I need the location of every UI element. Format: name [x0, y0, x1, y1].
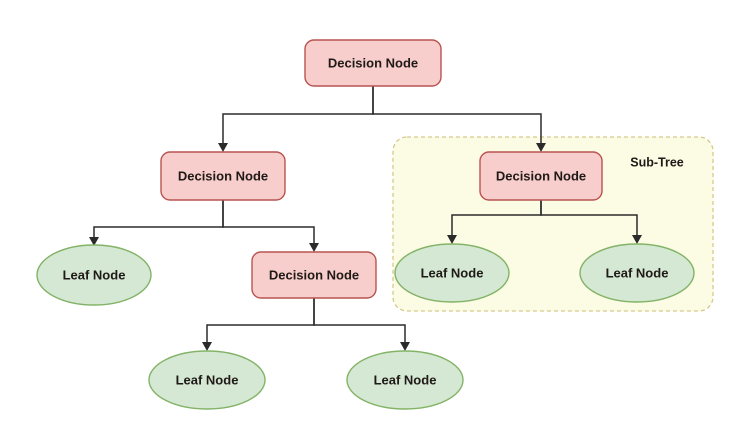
- node-leaf-bottom-right[interactable]: Leaf Node: [346, 350, 464, 410]
- node-mid-decision[interactable]: Decision Node: [251, 251, 377, 299]
- edge-root-to-subtree: [372, 85, 542, 146]
- node-leaf-far-left[interactable]: Leaf Node: [36, 244, 152, 306]
- edge-left-to-leaf: [93, 199, 224, 240]
- edge-left-to-mid: [222, 199, 315, 246]
- decision-node-shape[interactable]: [160, 151, 286, 201]
- edge-subtree-to-leaf-right: [540, 199, 638, 238]
- node-leaf-bottom-left[interactable]: Leaf Node: [148, 350, 266, 410]
- decision-node-shape[interactable]: [251, 251, 377, 299]
- leaf-node-shape[interactable]: [579, 243, 695, 303]
- arrowhead-root-to-subtree: [536, 143, 546, 152]
- arrowhead-mid-to-leaf-right: [400, 342, 410, 351]
- arrowhead-root-to-left: [218, 143, 228, 152]
- arrowhead-subtree-to-leaf-right: [632, 235, 642, 244]
- decision-node-shape[interactable]: [479, 151, 603, 201]
- edges-layer: [89, 85, 642, 351]
- node-left-decision[interactable]: Decision Node: [160, 151, 286, 201]
- arrowhead-subtree-to-leaf-left: [447, 235, 457, 244]
- node-subtree-decision[interactable]: Decision Node: [479, 151, 603, 201]
- edge-root-to-left: [222, 85, 374, 146]
- leaf-node-shape[interactable]: [148, 350, 266, 410]
- leaf-node-shape[interactable]: [346, 350, 464, 410]
- node-root[interactable]: Decision Node: [304, 39, 442, 87]
- leaf-node-shape[interactable]: [394, 243, 510, 303]
- node-leaf-subtree-right[interactable]: Leaf Node: [579, 243, 695, 303]
- arrowhead-left-to-mid: [309, 243, 319, 252]
- node-leaf-subtree-left[interactable]: Leaf Node: [394, 243, 510, 303]
- edge-mid-to-leaf-right: [313, 297, 406, 345]
- edge-mid-to-leaf-left: [206, 297, 315, 345]
- decision-node-shape[interactable]: [304, 39, 442, 87]
- arrowhead-left-to-leaf: [89, 237, 99, 246]
- leaf-node-shape[interactable]: [36, 244, 152, 306]
- arrowhead-mid-to-leaf-left: [202, 342, 212, 351]
